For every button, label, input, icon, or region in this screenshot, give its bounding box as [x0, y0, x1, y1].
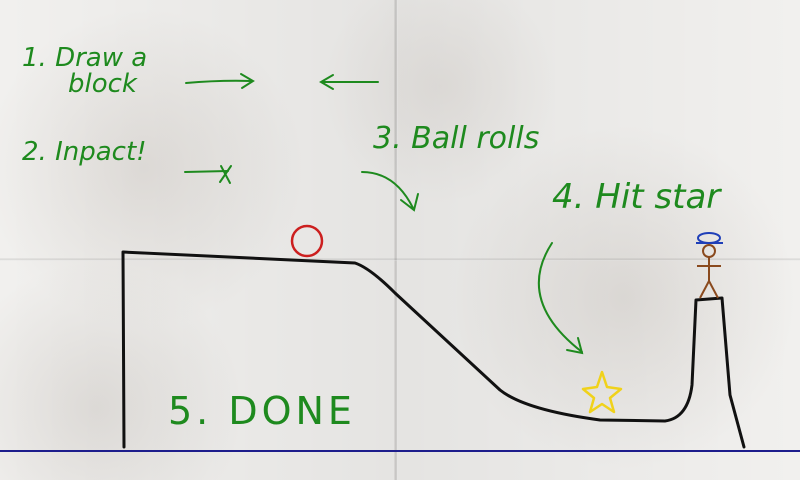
- stick-figure: [696, 232, 723, 299]
- figure-leg-right: [708, 280, 719, 299]
- terrain-line: [121, 250, 746, 449]
- paper-fold-horizontal: [0, 258, 800, 261]
- arrow-left-icon: [319, 74, 379, 90]
- star-icon[interactable]: [581, 370, 623, 414]
- step2-text: 2. Inpact!: [22, 137, 147, 167]
- arrow-down-to-ramp-icon: [361, 171, 419, 212]
- figure-head: [702, 244, 716, 258]
- hat-icon: [697, 232, 721, 244]
- step3-text: 3. Ball rolls: [373, 121, 539, 156]
- step4-text: 4. Hit star: [552, 177, 722, 217]
- ball[interactable]: [290, 224, 324, 258]
- step1-line2-text: block: [68, 69, 138, 99]
- arrow-right-icon: [185, 73, 255, 89]
- arrow-curved-to-star-icon: [537, 242, 584, 355]
- step5-text: 5. DONE: [168, 389, 356, 433]
- paper-fold-vertical: [394, 0, 398, 480]
- step1-line1-text: 1. Draw a: [22, 43, 147, 73]
- figure-leg-left: [699, 280, 710, 299]
- underline-mark-icon: [184, 165, 232, 184]
